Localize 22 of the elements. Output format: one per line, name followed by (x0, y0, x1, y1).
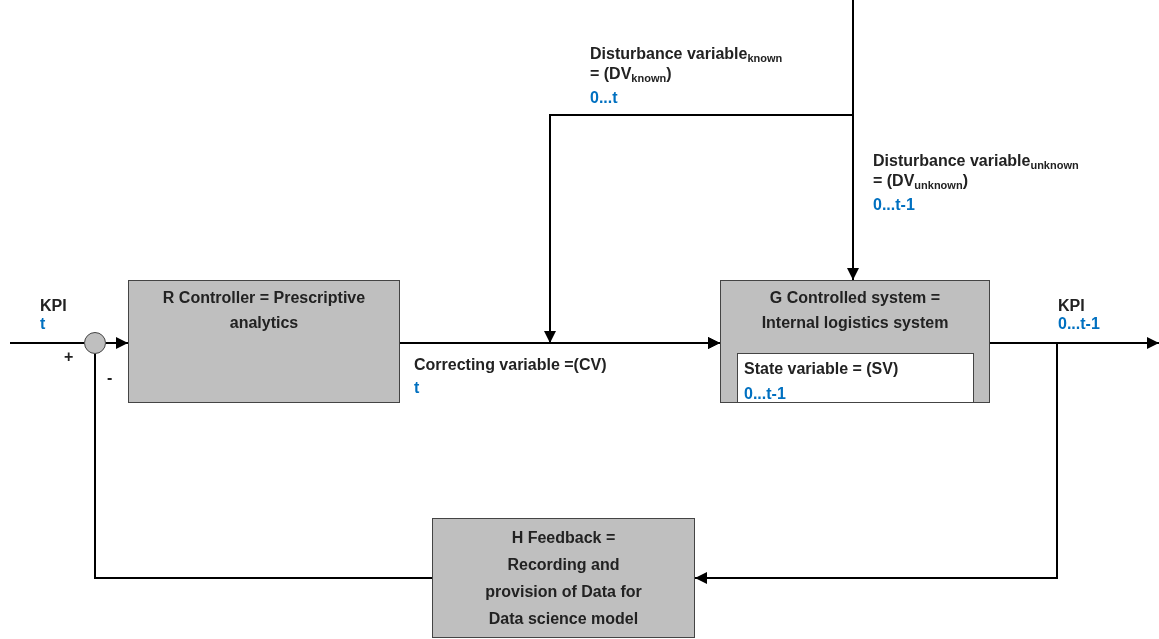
time-range: 0...t (590, 88, 618, 108)
signal-label: Correcting variable =(CV) (414, 355, 607, 375)
sign-label: + (64, 347, 74, 367)
time-range: 0...t-1 (873, 195, 915, 215)
signal-label: Disturbance variable$_{unknown}$ = (DV$_{unknown}$) (873, 151, 1080, 191)
time-range: t (414, 378, 420, 398)
block-label: State variable = (SV) (744, 359, 900, 379)
inner-box (737, 353, 974, 403)
signal-label: KPI (1058, 296, 1085, 316)
summing-junction-circle (84, 332, 106, 354)
signal-label: KPI (40, 296, 67, 316)
time-range: 0...t-1 (744, 384, 787, 404)
block-label: R Controller = Prescriptive analytics (161, 288, 367, 333)
block-label: G Controlled system = Internal logistics system (760, 288, 950, 333)
time-range: 0...t-1 (1058, 314, 1100, 334)
block-box (128, 280, 400, 403)
sign-label: - (107, 368, 113, 388)
block-box (432, 518, 695, 638)
signal-label: Disturbance variable$_{known}$ = (DV$_{known}$) (590, 44, 784, 84)
time-range: t (40, 314, 46, 334)
block-box (720, 280, 990, 403)
block-label: H Feedback = Recording and provision of Data for Data science model (484, 528, 643, 629)
